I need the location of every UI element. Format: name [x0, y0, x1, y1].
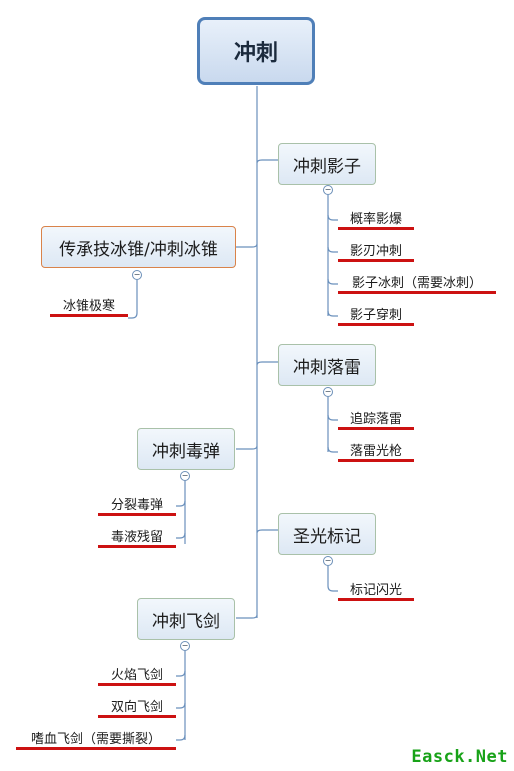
leaf-node[interactable]: 概率影爆 — [338, 208, 415, 230]
leaf-node[interactable]: 影刃冲刺 — [338, 240, 415, 262]
collapse-icon[interactable]: − — [180, 471, 190, 481]
leaf-node[interactable]: 影子冰刺（需要冰刺） — [338, 272, 496, 294]
branch-chuancheng-bingzhui[interactable]: 传承技冰锥/冲刺冰锥 — [41, 226, 236, 268]
leaf-node[interactable]: 分裂毒弹 — [98, 494, 176, 516]
branch-chongci-luolei[interactable]: 冲刺落雷 — [278, 344, 376, 386]
leaf-node[interactable]: 追踪落雷 — [338, 408, 415, 430]
leaf-node[interactable]: 标记闪光 — [338, 579, 415, 601]
collapse-icon[interactable]: − — [323, 185, 333, 195]
collapse-icon[interactable]: − — [180, 641, 190, 651]
leaf-node[interactable]: 毒液残留 — [98, 526, 176, 548]
root-node[interactable]: 冲刺 — [197, 17, 315, 85]
branch-chongci-dudan[interactable]: 冲刺毒弹 — [137, 428, 235, 470]
leaf-node[interactable]: 冰锥极寒 — [50, 295, 128, 317]
leaf-node[interactable]: 落雷光枪 — [338, 440, 415, 462]
watermark: Easck.Net — [411, 747, 508, 767]
leaf-node[interactable]: 嗜血飞剑（需要撕裂） — [16, 728, 176, 750]
leaf-node[interactable]: 影子穿刺 — [338, 304, 415, 326]
collapse-icon[interactable]: − — [323, 387, 333, 397]
collapse-icon[interactable]: − — [132, 270, 142, 280]
leaf-node[interactable]: 火焰飞剑 — [98, 664, 176, 686]
collapse-icon[interactable]: − — [323, 556, 333, 566]
branch-shengguang-biaoji[interactable]: 圣光标记 — [278, 513, 376, 555]
leaf-node[interactable]: 双向飞剑 — [98, 696, 176, 718]
branch-chongci-yingzi[interactable]: 冲刺影子 — [278, 143, 376, 185]
branch-chongci-feijian[interactable]: 冲刺飞剑 — [137, 598, 235, 640]
